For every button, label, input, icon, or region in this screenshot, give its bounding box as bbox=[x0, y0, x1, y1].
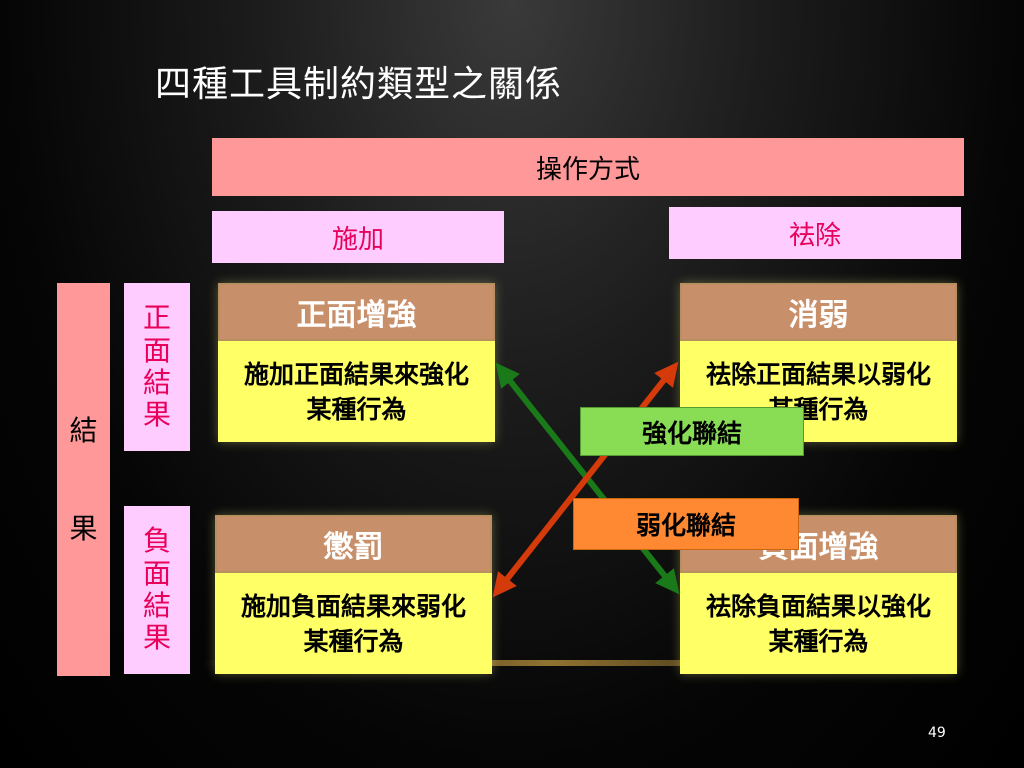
page-number: 49 bbox=[928, 725, 946, 741]
cell-punishment-title: 懲罰 bbox=[215, 515, 492, 573]
row-negative-text: 負面結果 bbox=[143, 524, 172, 655]
column-remove: 祛除 bbox=[669, 207, 961, 259]
cell-punishment: 懲罰 施加負面結果來弱化某種行為 bbox=[215, 515, 492, 674]
cell-positive-reinforcement-desc: 施加正面結果來強化某種行為 bbox=[218, 341, 495, 442]
row-result-char-2: 果 bbox=[69, 511, 98, 545]
cell-positive-reinforcement: 正面增強 施加正面結果來強化某種行為 bbox=[218, 283, 495, 442]
weaken-link-label: 弱化聯結 bbox=[573, 498, 799, 550]
cell-weakening-title: 消弱 bbox=[680, 283, 957, 341]
decorative-glow-line bbox=[200, 660, 900, 666]
row-negative-result: 負面結果 bbox=[124, 506, 190, 674]
strengthen-link-label: 強化聯結 bbox=[580, 407, 804, 456]
slide-title: 四種工具制約類型之關係 bbox=[155, 64, 563, 105]
cell-negative-reinforcement-desc: 祛除負面結果以強化某種行為 bbox=[680, 573, 957, 674]
column-apply: 施加 bbox=[212, 211, 504, 263]
row-positive-text: 正面結果 bbox=[143, 301, 172, 432]
cell-weakening: 消弱 祛除正面結果以弱化某種行為 bbox=[680, 283, 957, 442]
row-result-label: 結 果 bbox=[57, 283, 110, 676]
cell-punishment-desc: 施加負面結果來弱化某種行為 bbox=[215, 573, 492, 674]
row-result-char-1: 結 bbox=[69, 413, 98, 447]
cell-positive-reinforcement-title: 正面增強 bbox=[218, 283, 495, 341]
operation-header: 操作方式 bbox=[212, 138, 964, 196]
row-positive-result: 正面結果 bbox=[124, 283, 190, 451]
